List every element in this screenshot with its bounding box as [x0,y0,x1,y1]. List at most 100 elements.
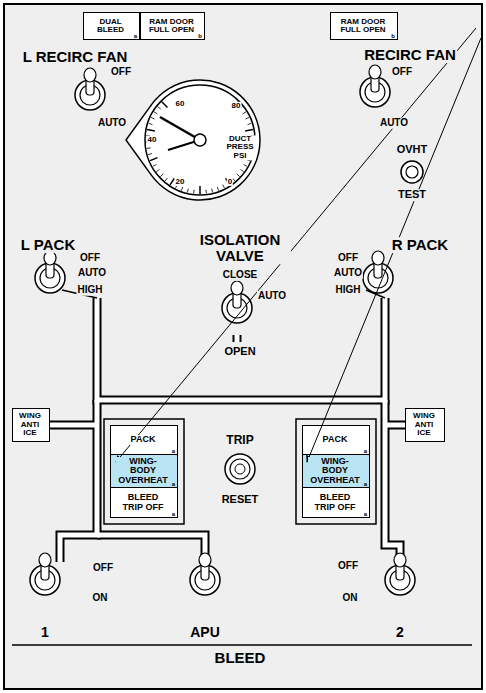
gauge-tick [187,189,189,193]
light-caption: WING-BODY OVERHEAT [116,457,170,485]
duct-inner [235,335,240,342]
panel-label: BLEED [214,650,267,666]
annunciator-light: WING-BODY OVERHEATa [110,454,178,488]
reset-button [225,454,255,484]
panel-label: OFF [79,253,101,264]
panel-label: HIGH [77,285,104,296]
duct-outline [233,335,242,342]
light-fill [405,408,445,442]
light-caption: WING ANTI ICE [411,412,437,437]
light-caption: WING ANTI ICE [18,412,42,437]
panel-label: L RECIRC FAN [22,49,129,65]
light-caption: WING-BODY OVERHEAT [308,457,362,485]
gauge-tick [150,158,157,161]
gauge-tick [156,169,159,171]
gauge-tick [165,178,168,181]
leader-arrow [116,28,476,462]
test-button-core [406,166,418,178]
panel-label: ON [342,593,359,604]
wing-anti-ice-box: WING ANTI ICE [405,408,445,442]
panel-label: OPEN [223,346,256,358]
light-fill [83,12,140,40]
panel-label: APU [189,625,221,640]
gauge-hub [194,134,206,146]
toggle-switch [190,553,220,595]
panel-label: HIGH [335,285,362,296]
toggle-switch [360,65,390,107]
panel-background [4,4,482,689]
gauge-needle [160,117,200,140]
gauge-tick [199,186,201,194]
gauge-tick [193,190,194,194]
panel-label: L PACK [20,237,76,253]
switch-lever-tip [369,65,381,79]
light-fill [330,12,398,40]
panel-label: 60 [175,100,186,108]
light-fill [110,455,178,487]
gauge-tick [147,147,151,149]
gauge-tick [245,129,253,131]
reset-button-core [230,459,250,479]
panel-label: AUTO [379,118,409,129]
gauge-tick [149,123,153,124]
panel-label: DUCT PRESS PSI [224,135,256,160]
light-caption: PACK [130,435,157,444]
gauge-tick [153,164,156,166]
panel-label: 1 [40,625,50,640]
gauge-tick [160,174,163,177]
annunciator-light: PACKa [302,425,370,455]
light-caption: DUAL BLEED [89,18,132,35]
light-group-frame [104,419,184,524]
panel-label: OFF [337,561,359,572]
panel-label: OFF [110,67,132,78]
toggle-switch [35,251,65,293]
panel-label: RESET [221,494,260,506]
panel-label: 0 [227,178,233,186]
toggle-switch [385,553,415,595]
gauge-tick [154,112,157,114]
light-fill [110,487,178,518]
gauge-tick [147,129,155,131]
light-caption: RAM DOOR FULL OPEN [336,18,390,35]
panel-label: TEST [397,189,427,201]
gauge-tick [151,117,155,119]
gauge-tick [243,112,246,114]
gauge-tick [148,154,152,155]
switch-lever-tip [372,251,384,265]
switch-lever-tip [84,68,96,82]
gauge-tick [244,164,247,166]
switch-lever-tip [199,553,211,567]
light-fill [140,12,205,40]
duct-inner [385,423,405,428]
toggle-switch [75,68,105,110]
annunciator-light: DUAL BLEEDa [83,12,140,40]
gauge-tick [181,187,182,191]
light-index-letter: b [198,33,202,39]
panel-label: 20 [175,178,186,186]
wing-anti-ice-box: WING ANTI ICE [12,408,50,442]
bleed-rule [12,644,472,646]
light-index-letter: a [364,511,367,517]
duct-outline [50,421,97,430]
toggle-switch [363,251,393,293]
panel-label: TRIP [225,434,254,447]
gauge-tick [217,187,218,191]
annunciator-light: BLEED TRIP OFFa [110,487,178,518]
light-fill [302,455,370,487]
duct-outline [385,421,405,430]
switch-lever-tip [394,553,406,567]
switch-lever-tip [44,251,56,265]
panel-label: ON [92,593,109,604]
gauge-tick [248,123,252,124]
gauge-tick [245,117,249,119]
gauge-tick [205,190,206,194]
light-index-letter: a [172,511,175,517]
panel-label: OFF [337,253,359,264]
panel-label: 40 [147,136,158,144]
annunciator-light: RAM DOOR FULL OPENb [330,12,398,40]
gauge-dial [145,85,255,195]
panel-label: CLOSE [222,270,258,281]
annunciator-light: WING-BODY OVERHEATa [302,454,370,488]
duct-outline [97,298,385,400]
panel-label: OVHT [396,144,429,156]
